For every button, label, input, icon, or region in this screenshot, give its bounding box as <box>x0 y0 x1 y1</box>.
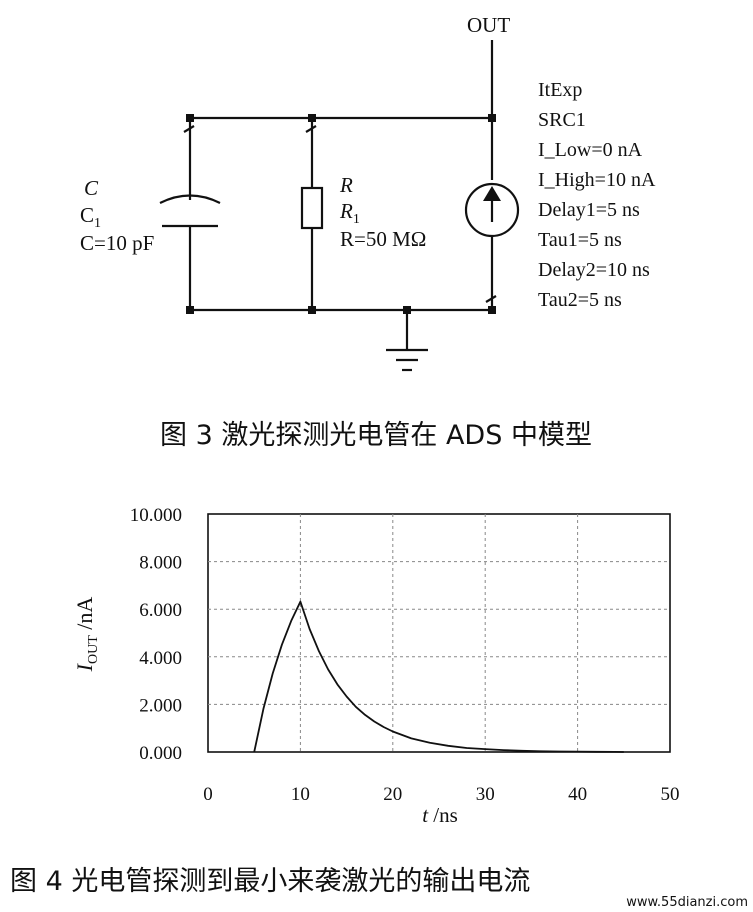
x-tick-label: 30 <box>476 784 495 805</box>
x-tick-label: 40 <box>568 784 587 805</box>
resistor-name: R1 <box>339 199 360 227</box>
source-param-4: Delay1=5 ns <box>538 199 640 221</box>
resistor-value: R=50 MΩ <box>340 227 426 251</box>
y-axis-label: IOUT /nA <box>72 597 101 673</box>
x-tick-label: 20 <box>383 784 402 805</box>
source-param-5: Tau1=5 ns <box>538 229 622 251</box>
y-tick-label: 0.000 <box>139 743 182 764</box>
capacitor-value: C=10 pF <box>80 231 154 255</box>
chart-grid <box>208 514 670 752</box>
x-axis-label: t /ns <box>422 803 458 827</box>
circuit-schematic <box>159 40 520 372</box>
source-param-0: ItExp <box>538 79 582 101</box>
x-tick-label: 10 <box>291 784 310 805</box>
plot-frame <box>207 513 671 753</box>
y-tick-label: 6.000 <box>139 600 182 621</box>
source-param-3: I_High=10 nA <box>538 169 656 191</box>
y-tick-label: 8.000 <box>139 553 182 574</box>
out-label: OUT <box>467 13 510 37</box>
source-param-1: SRC1 <box>538 109 586 131</box>
resistor-symbol: R <box>339 173 353 197</box>
source-param-6: Delay2=10 ns <box>538 259 650 281</box>
source-param-7: Tau2=5 ns <box>538 289 622 311</box>
watermark-text: www.55dianzi.com <box>626 895 748 910</box>
source-param-2: I_Low=0 nA <box>538 139 643 161</box>
x-tick-label: 0 <box>203 784 213 805</box>
capacitor-curved-plate <box>159 194 221 204</box>
chart-series <box>253 600 624 753</box>
capacitor-name: C1 <box>80 203 101 231</box>
y-tick-label: 10.000 <box>130 505 182 526</box>
y-tick-label: 4.000 <box>139 648 182 669</box>
figure4-caption: 图 4 光电管探测到最小来袭激光的输出电流 <box>10 866 530 897</box>
series-line-0 <box>253 600 624 753</box>
chart-ticks: 0 10 20 30 40 50 0.000 2.000 4.000 6.000 8.000 10.0… <box>130 505 680 805</box>
output-current-chart: 0 10 20 30 40 50 0.000 2.000 4.000 6.000 8.000 10.0… <box>130 505 680 805</box>
x-tick-label: 50 <box>661 784 680 805</box>
y-tick-label: 2.000 <box>139 695 182 716</box>
figure3-caption: 图 3 激光探测光电管在 ADS 中模型 <box>160 420 592 451</box>
circuit-nodes <box>186 114 496 314</box>
capacitor-symbol: C <box>84 176 99 200</box>
resistor-body <box>300 186 324 230</box>
